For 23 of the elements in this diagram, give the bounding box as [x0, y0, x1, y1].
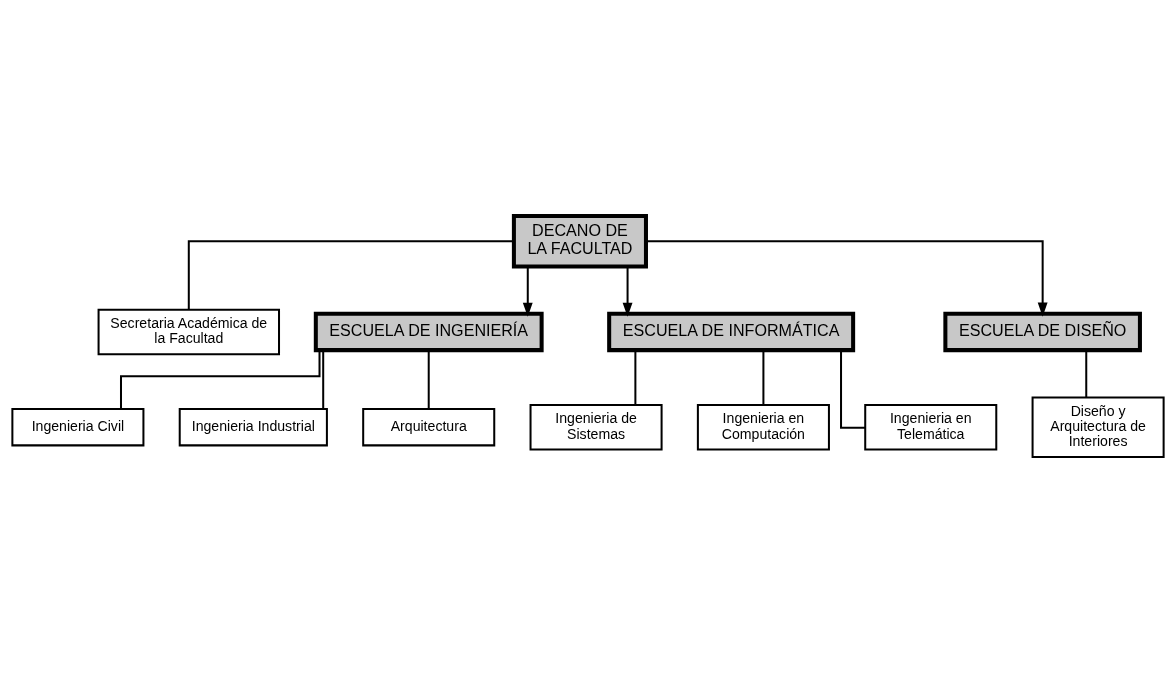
- connector: [762, 350, 765, 405]
- connector: [120, 350, 321, 409]
- node-box: Ingenieria Civil: [11, 408, 145, 447]
- connector: [1085, 350, 1088, 398]
- node-box: Secretaria Académica de la Facultad: [97, 308, 281, 356]
- node-box: Ingenieria en Telemática: [864, 404, 998, 451]
- node-box: ESCUELA DE INFORMÁTICA: [607, 311, 856, 353]
- arrow: [522, 266, 533, 317]
- node-box: Ingenieria de Sistemas: [529, 404, 663, 451]
- node-box: Arquitectura: [362, 408, 496, 447]
- node-box: ESCUELA DE DISEÑO: [943, 311, 1142, 353]
- node-box: Ingenieria Industrial: [178, 408, 328, 447]
- arrow: [622, 266, 633, 317]
- connector: [840, 350, 866, 429]
- node-box: ESCUELA DE INGENIERÍA: [313, 311, 544, 353]
- connector: [187, 240, 514, 310]
- node-box: Ingenieria en Computación: [696, 404, 830, 451]
- node-box: Diseño y Arquitectura de Interiores: [1031, 396, 1165, 458]
- node-box: DECANO DE LA FACULTAD: [511, 214, 648, 269]
- connector: [427, 350, 430, 409]
- arrow: [646, 240, 1048, 317]
- connector: [322, 350, 325, 409]
- connector: [634, 350, 637, 405]
